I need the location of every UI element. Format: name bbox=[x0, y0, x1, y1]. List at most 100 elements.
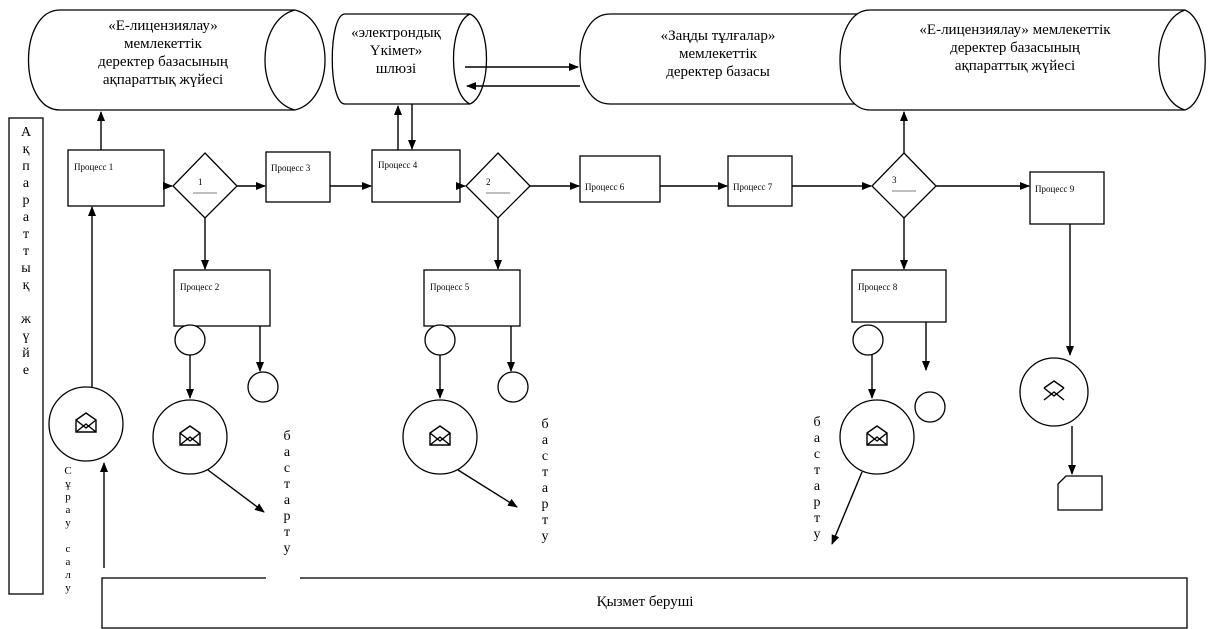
text-line: т bbox=[814, 511, 820, 526]
text-line: ж bbox=[20, 312, 31, 327]
text-line: р bbox=[65, 491, 71, 503]
connector-circle bbox=[174, 324, 206, 356]
message-event-4 bbox=[1019, 357, 1089, 427]
text-line: с bbox=[66, 543, 71, 555]
text-line: «электрондық bbox=[351, 25, 441, 41]
text-line: с bbox=[814, 447, 820, 462]
text-line: а bbox=[814, 431, 821, 446]
text-line: қ bbox=[23, 142, 30, 157]
svg-text:Процесс 5: Процесс 5 bbox=[430, 282, 470, 292]
decision-2: 2 bbox=[465, 152, 531, 219]
connector-circle bbox=[914, 391, 946, 423]
text-line: Үкімет» bbox=[370, 43, 423, 59]
envelope-icon bbox=[866, 425, 888, 446]
message-event-2 bbox=[402, 399, 478, 475]
text-line: т bbox=[23, 244, 29, 259]
text-line: ұ bbox=[65, 478, 71, 490]
svg-text:2: 2 bbox=[486, 177, 491, 187]
text-line: с bbox=[542, 449, 548, 464]
message-event-3 bbox=[839, 399, 915, 475]
text-line: а bbox=[284, 493, 291, 508]
text-line: т bbox=[542, 465, 548, 480]
text-line: а bbox=[542, 481, 549, 496]
process-7: Процесс 7 bbox=[727, 155, 793, 207]
text-line: а bbox=[23, 210, 30, 225]
envelope-icon bbox=[75, 412, 97, 433]
text-line: р bbox=[542, 497, 549, 512]
text-line: т bbox=[23, 227, 29, 242]
process-9: Процесс 9 bbox=[1029, 171, 1105, 225]
text-line: ақпараттық жүйесі bbox=[103, 72, 223, 88]
lane-service-provider-label: Қызмет беруші bbox=[597, 594, 694, 610]
text-line: т bbox=[284, 477, 290, 492]
process-3: Процесс 3 bbox=[265, 151, 331, 203]
text-line: а bbox=[23, 176, 30, 191]
svg-text:Процесс 7: Процесс 7 bbox=[733, 182, 773, 192]
svg-text:Процесс 2: Процесс 2 bbox=[180, 282, 219, 292]
process-5: Процесс 5 bbox=[423, 269, 521, 327]
connector-circle bbox=[852, 324, 884, 356]
text-line: с bbox=[284, 461, 290, 476]
database-e-licensing-1: «Е-лицензиялау» мемлекеттік деректер базас… bbox=[27, 9, 326, 111]
text-line: б bbox=[541, 417, 548, 432]
text-line: а bbox=[542, 433, 549, 448]
envelope-icon bbox=[179, 425, 201, 446]
text-line: деректер базасының bbox=[98, 54, 228, 70]
text-line: т bbox=[542, 513, 548, 528]
text-line: р bbox=[814, 495, 821, 510]
text-line: «Е-лицензиялау» bbox=[108, 18, 218, 34]
connector-circle bbox=[424, 324, 456, 356]
text-line: р bbox=[284, 509, 291, 524]
text-line: қ bbox=[23, 278, 30, 293]
svg-text:Процесс 8: Процесс 8 bbox=[858, 282, 898, 292]
text-line: т bbox=[814, 463, 820, 478]
text-line: «Е-лицензиялау» мемлекеттік bbox=[919, 22, 1111, 38]
lane-service-provider: Қызмет беруші bbox=[101, 570, 1188, 629]
text-line: у bbox=[814, 527, 821, 542]
text-line: р bbox=[23, 193, 30, 208]
svg-text:Процесс 4: Процесс 4 bbox=[378, 160, 418, 170]
text-line: а bbox=[284, 445, 291, 460]
text-line: т bbox=[284, 525, 290, 540]
process-2: Процесс 2 bbox=[173, 269, 271, 327]
svg-text:Процесс 1: Процесс 1 bbox=[74, 162, 113, 172]
connector-circle bbox=[247, 371, 279, 403]
process-1: Процесс 1 bbox=[67, 149, 165, 207]
text-line: а bbox=[66, 504, 71, 516]
end-document bbox=[1057, 475, 1103, 511]
text-line: «Заңды тұлғалар» bbox=[661, 28, 776, 44]
text-line: у bbox=[284, 541, 291, 556]
connectors bbox=[88, 63, 1076, 568]
text-line: п bbox=[22, 159, 30, 174]
text-line: ақпараттық жүйесі bbox=[955, 58, 1075, 74]
svg-text:1: 1 bbox=[198, 177, 203, 187]
lane-service-provider-box bbox=[101, 577, 1188, 629]
envelope-icon bbox=[1043, 380, 1065, 401]
text-line: а bbox=[66, 556, 71, 568]
text-line: деректер базасы bbox=[666, 64, 770, 80]
message-event-1 bbox=[152, 399, 228, 475]
text-line: мемлекеттік bbox=[124, 36, 203, 52]
text-line: е bbox=[23, 363, 29, 378]
text-line: деректер базасының bbox=[950, 40, 1080, 56]
lane-info-system-box bbox=[8, 117, 44, 595]
text-line: у bbox=[65, 582, 71, 594]
text-line: шлюзі bbox=[376, 61, 416, 77]
text-line: б bbox=[283, 429, 290, 444]
text-line: а bbox=[814, 479, 821, 494]
message-event-request bbox=[48, 386, 124, 462]
database-e-licensing-2: «Е-лицензиялау» мемлекеттік деректер база… bbox=[839, 9, 1206, 111]
process-6: Процесс 6 bbox=[579, 155, 661, 203]
svg-text:3: 3 bbox=[892, 175, 897, 185]
svg-text:Процесс 9: Процесс 9 bbox=[1035, 184, 1075, 194]
decision-3: 3 bbox=[871, 152, 937, 219]
decision-1: 1 bbox=[172, 152, 238, 219]
